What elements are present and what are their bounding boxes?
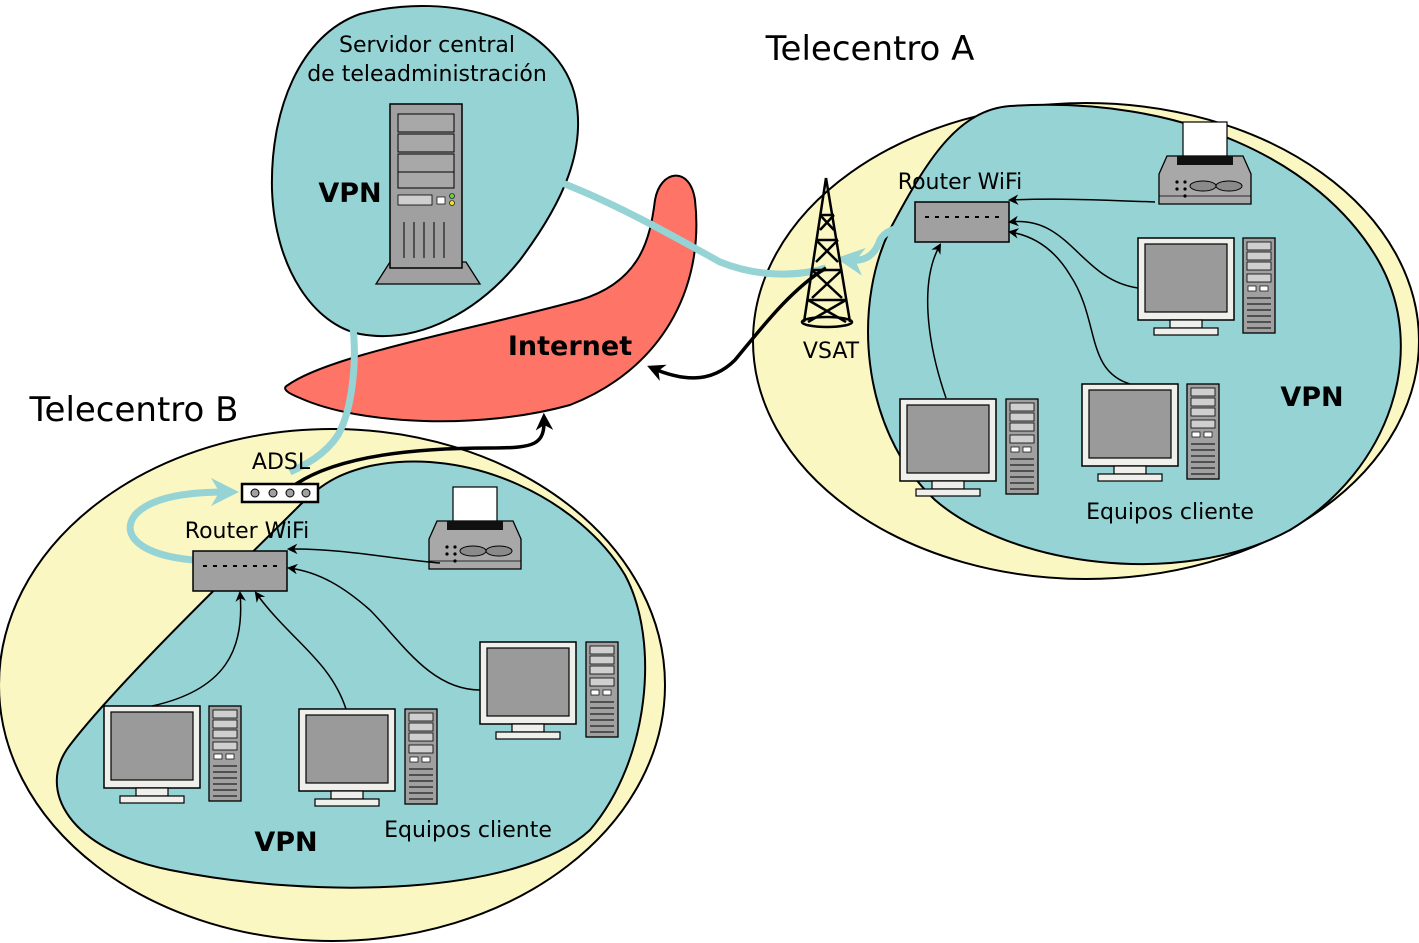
monitor-icon bbox=[899, 398, 997, 497]
telecentro-b-title: Telecentro B bbox=[29, 390, 239, 430]
pc-tower-icon bbox=[585, 641, 619, 738]
monitor-icon bbox=[1137, 237, 1235, 336]
telecentro-b-vpn-label: VPN bbox=[254, 827, 317, 858]
vpn-tunnel-b-router bbox=[126, 478, 239, 564]
server-title-line2: de teleadministración bbox=[307, 62, 547, 87]
monitor-icon bbox=[103, 705, 201, 804]
antenna-tower-icon bbox=[800, 177, 854, 329]
internet-label: Internet bbox=[508, 331, 632, 362]
vpn-tunnel-a-router bbox=[836, 222, 916, 276]
telecentro-a-connections bbox=[926, 194, 1156, 399]
server-title-line1: Servidor central bbox=[339, 33, 515, 58]
pc-tower-icon bbox=[1005, 398, 1039, 495]
telecentro-a-vpn-label: VPN bbox=[1280, 382, 1343, 413]
telecentro-a-clients-label: Equipos cliente bbox=[1086, 500, 1254, 525]
adsl-internet-link bbox=[295, 412, 554, 486]
telecentro-a-title: Telecentro A bbox=[765, 29, 975, 69]
monitor-icon bbox=[298, 708, 396, 807]
internet-cloud bbox=[284, 174, 698, 423]
telecentro-a-link-label: VSAT bbox=[803, 339, 860, 364]
telecentro-a-router-label: Router WiFi bbox=[898, 170, 1022, 195]
telecentro-b-link-label: ADSL bbox=[252, 450, 311, 475]
pc-tower-icon bbox=[208, 705, 242, 802]
adsl-modem-icon bbox=[240, 482, 320, 504]
vpn-tunnel-server-to-b bbox=[288, 319, 358, 476]
router-icon bbox=[914, 201, 1010, 243]
server-icon bbox=[374, 103, 482, 285]
vsat-internet-link bbox=[647, 266, 827, 381]
monitor-icon bbox=[1081, 383, 1179, 482]
telecentro-b-connections bbox=[151, 543, 481, 710]
pc-tower-icon bbox=[1186, 383, 1220, 480]
router-icon bbox=[192, 550, 288, 592]
telecentro-b-clients-label: Equipos cliente bbox=[384, 818, 552, 843]
vpn-tunnel-server-to-a bbox=[555, 177, 828, 278]
server-vpn-label: VPN bbox=[318, 178, 381, 209]
pc-tower-icon bbox=[404, 708, 438, 805]
pc-tower-icon bbox=[1242, 237, 1276, 334]
monitor-icon bbox=[479, 641, 577, 740]
telecentro-b-router-label: Router WiFi bbox=[185, 519, 309, 544]
